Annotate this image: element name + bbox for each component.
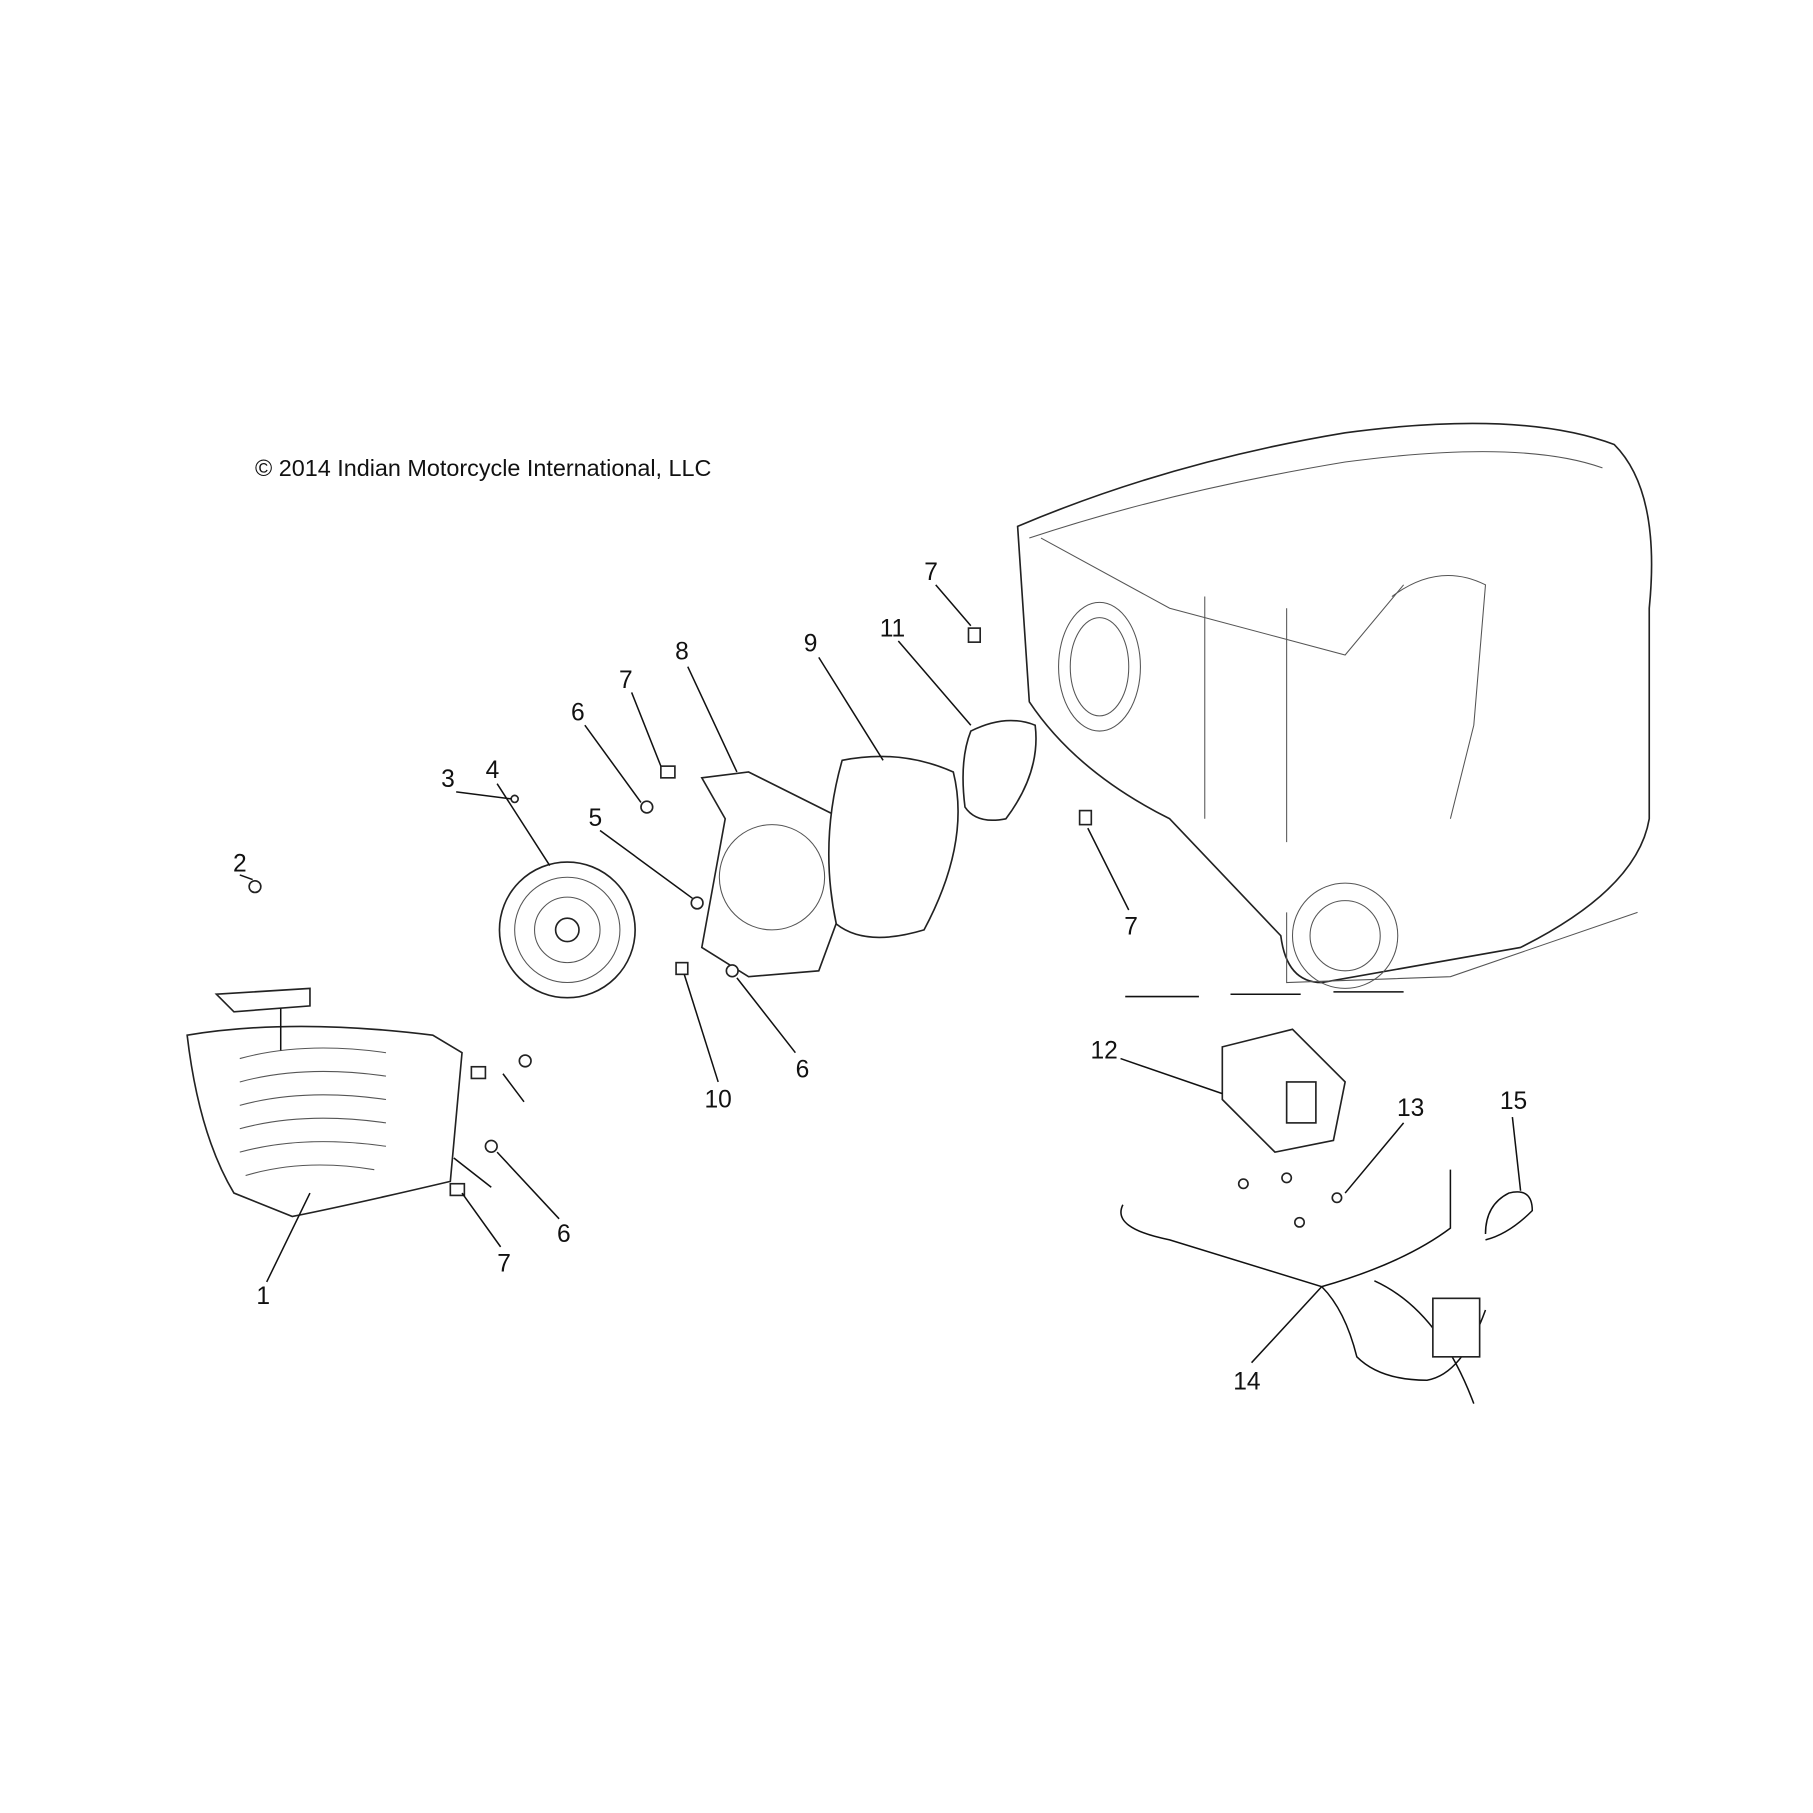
callout-11: 11 bbox=[880, 615, 905, 642]
part-15-cable-tie bbox=[1484, 1191, 1534, 1241]
callout-1: 1 bbox=[256, 1283, 270, 1310]
callout-4: 4 bbox=[486, 757, 500, 784]
callout-3: 3 bbox=[441, 766, 455, 793]
part-1-speaker-grille-cover bbox=[186, 987, 463, 1218]
callout-7: 7 bbox=[1124, 914, 1138, 941]
callout-6: 6 bbox=[571, 700, 585, 727]
part-4-speaker bbox=[498, 861, 636, 999]
saddlebag-housing bbox=[1016, 422, 1653, 989]
callout-14: 14 bbox=[1233, 1369, 1260, 1396]
callout-12: 12 bbox=[1091, 1038, 1118, 1065]
part-8-speaker-bracket bbox=[700, 771, 861, 978]
part-9-gasket bbox=[828, 755, 959, 939]
part-12-amplifier bbox=[1221, 1028, 1347, 1154]
callout-6: 6 bbox=[796, 1056, 810, 1083]
callout-6: 6 bbox=[557, 1221, 571, 1248]
leader-lines bbox=[239, 584, 1522, 1364]
callout-7: 7 bbox=[924, 559, 938, 586]
callout-10: 10 bbox=[705, 1087, 732, 1114]
harness-connector bbox=[1432, 1297, 1481, 1358]
callout-7: 7 bbox=[497, 1250, 511, 1277]
callout-5: 5 bbox=[589, 805, 603, 832]
callout-2: 2 bbox=[233, 850, 247, 877]
callout-15: 15 bbox=[1500, 1088, 1527, 1115]
callout-8: 8 bbox=[675, 639, 689, 666]
part-11-seal bbox=[962, 719, 1037, 822]
part-14-wiring-harness bbox=[1120, 1169, 1487, 1404]
callout-13: 13 bbox=[1397, 1095, 1424, 1122]
callout-9: 9 bbox=[804, 631, 818, 658]
fasteners bbox=[248, 627, 1343, 1228]
copyright-text: © 2014 Indian Motorcycle International, … bbox=[255, 455, 711, 481]
callout-7: 7 bbox=[619, 667, 633, 694]
